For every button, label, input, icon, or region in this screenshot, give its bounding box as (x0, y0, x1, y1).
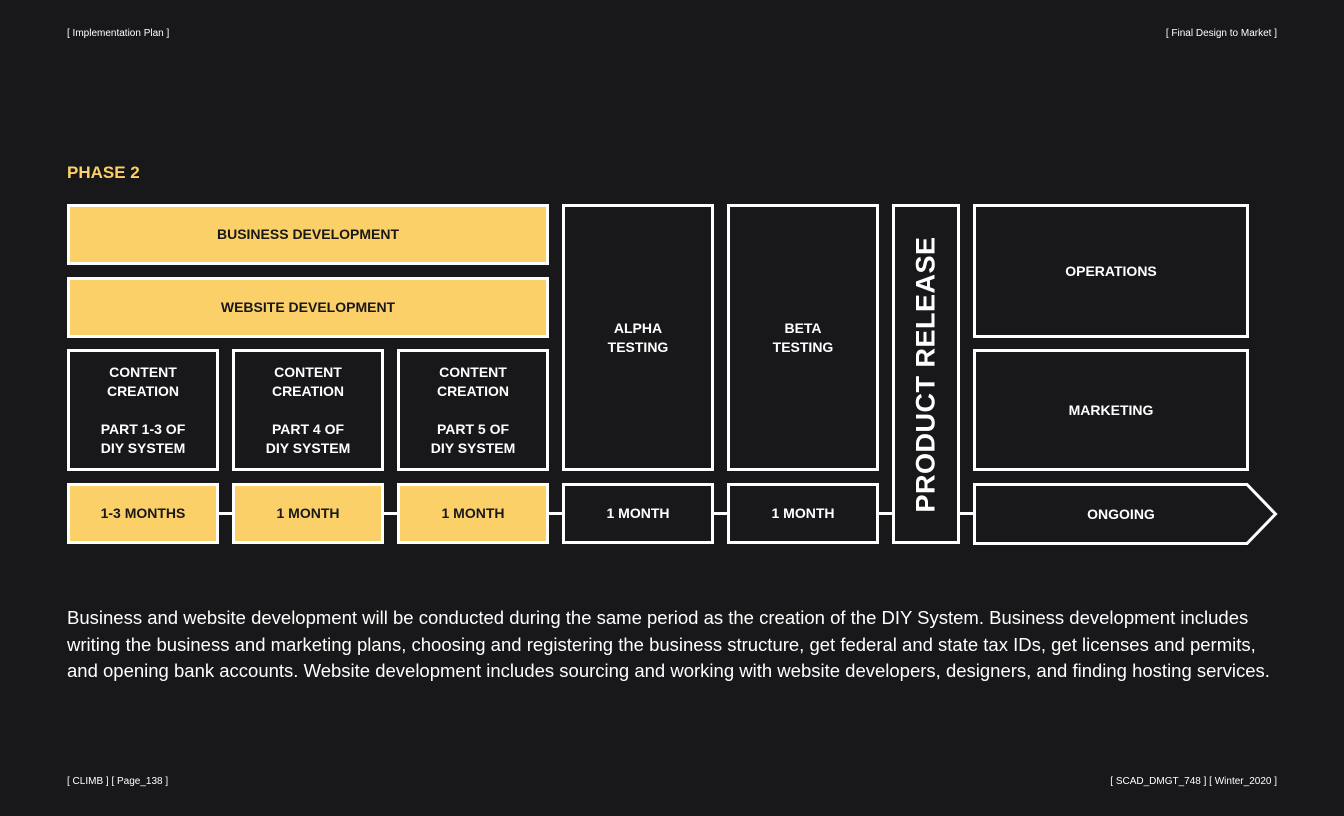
description-text: Business and website development will be… (67, 607, 1270, 681)
content-2-line3: PART 4 OF (271, 420, 345, 437)
timeline-item-5: 1 MONTH (727, 483, 879, 544)
content-1-line3: PART 1-3 OF (100, 420, 186, 437)
marketing-label: MARKETING (1068, 401, 1154, 418)
business-development-block: BUSINESS DEVELOPMENT (67, 204, 549, 265)
header-right: [ Final Design to Market ] (1165, 28, 1277, 39)
business-development-label: BUSINESS DEVELOPMENT (216, 226, 400, 242)
beta-line1: BETA (784, 319, 822, 336)
timeline-label-5: 1 MONTH (771, 505, 835, 521)
operations-block: OPERATIONS (973, 204, 1249, 338)
timeline-label-1: 1-3 MONTHS (100, 505, 186, 521)
content-3-line3: PART 5 OF (436, 420, 510, 437)
content-creation-block-3: CONTENT CREATION PART 5 OF DIY SYSTEM (397, 349, 549, 471)
ongoing-arrow (973, 483, 1278, 545)
timeline-label-6: ONGOING (1087, 506, 1155, 522)
product-release-block: PRODUCT RELEASE (892, 204, 960, 544)
content-creation-block-2: CONTENT CREATION PART 4 OF DIY SYSTEM (232, 349, 384, 471)
beta-line2: TESTING (772, 338, 834, 355)
marketing-block: MARKETING (973, 349, 1249, 471)
alpha-line1: ALPHA (613, 319, 663, 336)
content-creation-block-1: CONTENT CREATION PART 1-3 OF DIY SYSTEM (67, 349, 219, 471)
timeline-item-1: 1-3 MONTHS (67, 483, 219, 544)
footer-right: [ SCAD_DMGT_748 ] [ Winter_2020 ] (1110, 776, 1277, 787)
product-release-label: PRODUCT RELEASE (910, 235, 941, 513)
content-1-line1: CONTENT (109, 363, 177, 380)
content-2-line1: CONTENT (274, 363, 342, 380)
alpha-line2: TESTING (607, 338, 669, 355)
timeline-label-2: 1 MONTH (276, 505, 340, 521)
website-development-label: WEBSITE DEVELOPMENT (220, 299, 396, 315)
content-3-line4: DIY SYSTEM (430, 439, 516, 456)
timeline-item-4: 1 MONTH (562, 483, 714, 544)
header-left: [ Implementation Plan ] (67, 28, 170, 39)
content-1-line2: CREATION (106, 382, 180, 399)
timeline-label-3: 1 MONTH (441, 505, 505, 521)
timeline-item-2: 1 MONTH (232, 483, 384, 544)
content-2-line2: CREATION (271, 382, 345, 399)
operations-label: OPERATIONS (1065, 262, 1157, 279)
phase-title: PHASE 2 (67, 163, 140, 182)
content-3-line1: CONTENT (439, 363, 507, 380)
alpha-testing-block: ALPHA TESTING (562, 204, 714, 471)
content-2-line4: DIY SYSTEM (265, 439, 351, 456)
timeline-item-3: 1 MONTH (397, 483, 549, 544)
content-3-line2: CREATION (436, 382, 510, 399)
website-development-block: WEBSITE DEVELOPMENT (67, 277, 549, 338)
content-1-line4: DIY SYSTEM (100, 439, 186, 456)
beta-testing-block: BETA TESTING (727, 204, 879, 471)
timeline-label-4: 1 MONTH (606, 505, 670, 521)
footer-left: [ CLIMB ] [ Page_138 ] (67, 776, 169, 787)
